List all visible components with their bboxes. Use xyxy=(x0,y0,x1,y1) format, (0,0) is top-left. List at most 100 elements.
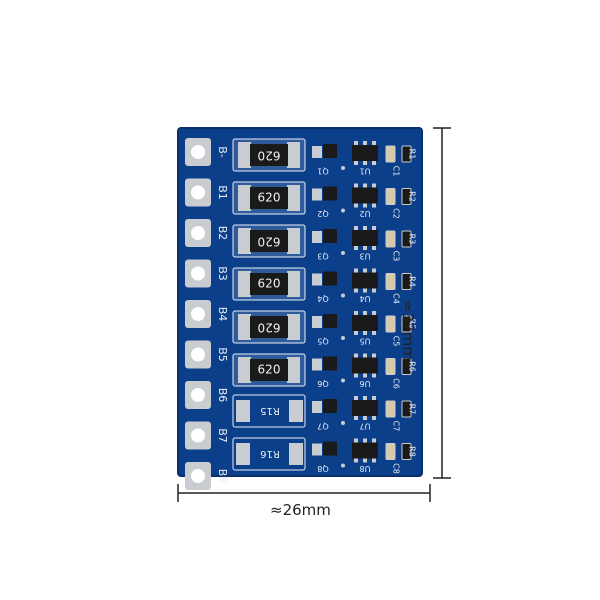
pin-label: B8 xyxy=(216,469,229,484)
resistor-body xyxy=(250,316,288,338)
resistor-body xyxy=(250,187,288,209)
ic-lead xyxy=(354,226,358,230)
resistor-value: 620 xyxy=(258,149,281,163)
resistor-value: 620 xyxy=(258,235,281,249)
u-label: U1 xyxy=(360,167,371,176)
resistor-value: 620 xyxy=(258,191,281,205)
u-label: U8 xyxy=(360,464,371,473)
ic-chip xyxy=(352,357,378,374)
ic-lead xyxy=(354,183,358,188)
c-label: C7 xyxy=(392,421,401,432)
small-resistor-pad xyxy=(236,400,250,422)
resistor-pad xyxy=(238,314,251,340)
capacitor xyxy=(385,443,396,460)
ic-lead xyxy=(354,373,358,378)
resistor-body xyxy=(250,230,288,252)
ic-lead xyxy=(372,458,376,463)
resistor-pad xyxy=(287,185,300,211)
transistor-pad xyxy=(312,273,322,286)
ic-lead xyxy=(354,438,358,443)
resistor-pad xyxy=(287,357,300,383)
c-label: C4 xyxy=(392,293,401,304)
c-label: C5 xyxy=(392,336,401,347)
height-dimension-line xyxy=(433,127,451,479)
pin-hole xyxy=(191,428,205,443)
c-label: C3 xyxy=(392,251,401,262)
small-smd-resistor xyxy=(401,358,412,375)
pin-label: B5 xyxy=(216,347,229,362)
via xyxy=(341,293,345,298)
capacitor xyxy=(385,315,396,333)
resistor-pad xyxy=(287,271,300,297)
resistor-value: 620 xyxy=(258,277,281,291)
ic-chip xyxy=(352,315,378,331)
ic-lead xyxy=(372,226,376,230)
transistor-body xyxy=(323,356,337,371)
q-label: Q6 xyxy=(317,379,328,388)
resistor-pad xyxy=(287,142,300,168)
r-label: R6 xyxy=(408,361,417,372)
pin-hole xyxy=(191,388,205,402)
ic-lead xyxy=(363,373,367,378)
ic-lead xyxy=(372,331,376,335)
ic-lead xyxy=(363,311,367,315)
ic-lead xyxy=(363,226,367,230)
ic-lead xyxy=(354,353,358,358)
small-smd-resistor xyxy=(401,273,412,290)
ic-lead xyxy=(354,268,358,273)
ic-lead xyxy=(372,268,376,273)
ic-chip xyxy=(352,272,378,289)
width-dimension-line xyxy=(177,484,431,502)
transistor-body xyxy=(323,271,337,286)
resistor-pad xyxy=(238,271,251,297)
small-resistor-pad xyxy=(236,443,250,465)
small-smd-resistor xyxy=(401,400,412,418)
small-smd-resistor xyxy=(401,188,412,205)
resistor-pad xyxy=(238,228,251,254)
c-label: C8 xyxy=(392,463,401,474)
pin-label: B2 xyxy=(216,226,229,241)
small-smd-resistor xyxy=(401,315,412,333)
via xyxy=(341,336,345,340)
transistor-pad xyxy=(312,443,322,456)
u-label: U2 xyxy=(360,209,371,218)
height-dimension-label: ≈37mm xyxy=(399,300,417,361)
via xyxy=(341,463,345,468)
resistor-pad xyxy=(238,185,251,211)
small-resistor-pad xyxy=(289,443,303,465)
transistor-body xyxy=(323,399,337,413)
ic-lead xyxy=(363,268,367,273)
small-resistor-pad xyxy=(289,400,303,422)
ic-lead xyxy=(363,331,367,335)
u-label: U7 xyxy=(360,422,371,431)
small-resistor-outline xyxy=(232,394,306,428)
q-label: Q2 xyxy=(317,209,328,218)
capacitor xyxy=(385,400,396,418)
via xyxy=(341,208,345,213)
transistor-body xyxy=(323,186,337,201)
capacitor xyxy=(385,188,396,205)
ic-lead xyxy=(372,396,376,400)
ic-lead xyxy=(372,183,376,188)
capacitor xyxy=(385,230,396,248)
ic-lead xyxy=(363,396,367,400)
r-label: R8 xyxy=(408,446,417,457)
transistor-body xyxy=(323,229,337,243)
small-smd-resistor xyxy=(401,145,412,163)
pin-hole xyxy=(191,469,205,483)
small-resistor-label: R16 xyxy=(260,448,280,459)
pin-label: B1 xyxy=(216,185,229,200)
ic-lead xyxy=(372,416,376,420)
capacitor xyxy=(385,145,396,163)
ic-lead xyxy=(363,246,367,250)
ic-lead xyxy=(354,396,358,400)
pin-label: B7 xyxy=(216,428,229,443)
resistor-pad xyxy=(287,314,300,340)
resistor-pad xyxy=(238,142,251,168)
small-smd-resistor xyxy=(401,230,412,248)
r-label: R5 xyxy=(408,319,417,330)
capacitor xyxy=(385,273,396,290)
ic-lead xyxy=(354,203,358,208)
r-label: R2 xyxy=(408,191,417,202)
